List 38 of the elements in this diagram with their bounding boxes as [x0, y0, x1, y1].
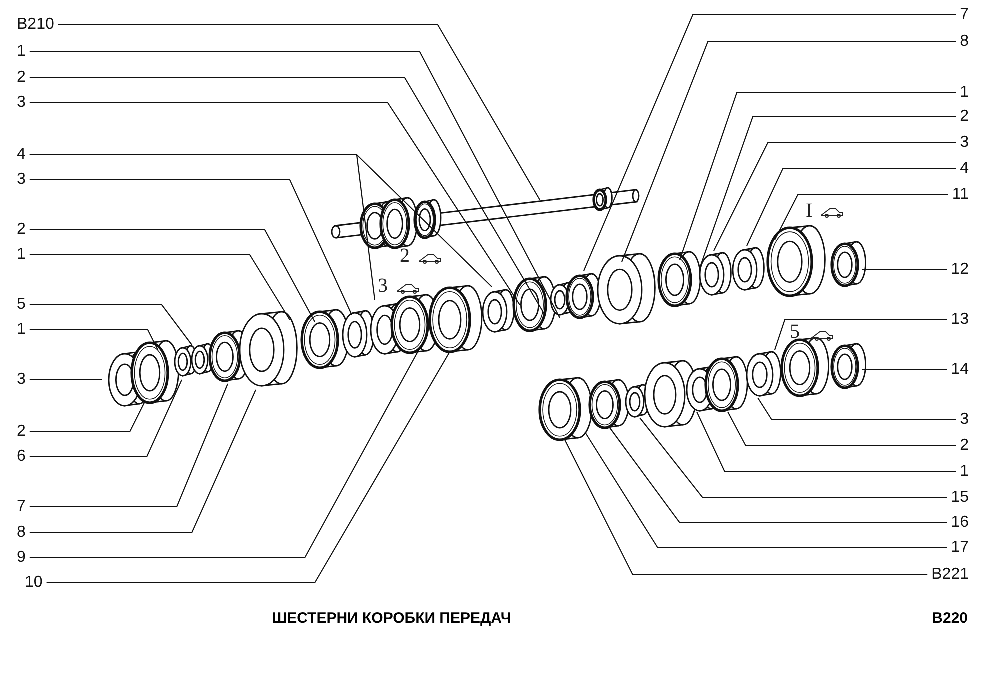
leader-line	[46, 352, 450, 584]
figure-code: B220	[932, 610, 968, 627]
leader-line	[30, 229, 316, 322]
leader-line	[30, 402, 146, 433]
leader-line	[30, 102, 520, 306]
leader-line	[30, 254, 290, 320]
leader-line	[30, 304, 192, 346]
leader-line	[30, 384, 228, 508]
leader-line	[610, 428, 948, 524]
gear-mark: I	[806, 201, 813, 221]
leader-line	[621, 41, 956, 262]
gear-mark: 3	[378, 276, 388, 296]
leader-line	[714, 142, 956, 252]
leader-line	[30, 329, 158, 350]
leader-line	[564, 440, 928, 576]
leader-line	[696, 412, 956, 473]
gear-mark: 5	[790, 322, 800, 342]
leader-line	[758, 398, 956, 421]
leader-line	[774, 194, 948, 240]
leader-line	[862, 369, 948, 371]
leader-line	[30, 352, 418, 559]
leader-line	[30, 154, 492, 288]
leader-line	[30, 379, 102, 381]
gear-mark: 2	[400, 246, 410, 266]
leader-line	[640, 418, 948, 499]
leader-line	[728, 412, 956, 447]
leader-line	[30, 179, 352, 316]
leader-line	[58, 24, 540, 200]
leader-line	[699, 116, 956, 268]
leader-line	[30, 380, 182, 458]
leader-line	[746, 168, 956, 246]
diagram-title: ШЕСТЕРНИ КОРОБКИ ПЕРЕДАЧ	[272, 610, 512, 627]
leader-line	[862, 269, 948, 271]
leader-line	[584, 432, 948, 549]
leader-line	[774, 319, 948, 350]
leader-line	[30, 390, 256, 534]
leader-line	[679, 92, 956, 260]
leader-line	[584, 14, 956, 272]
